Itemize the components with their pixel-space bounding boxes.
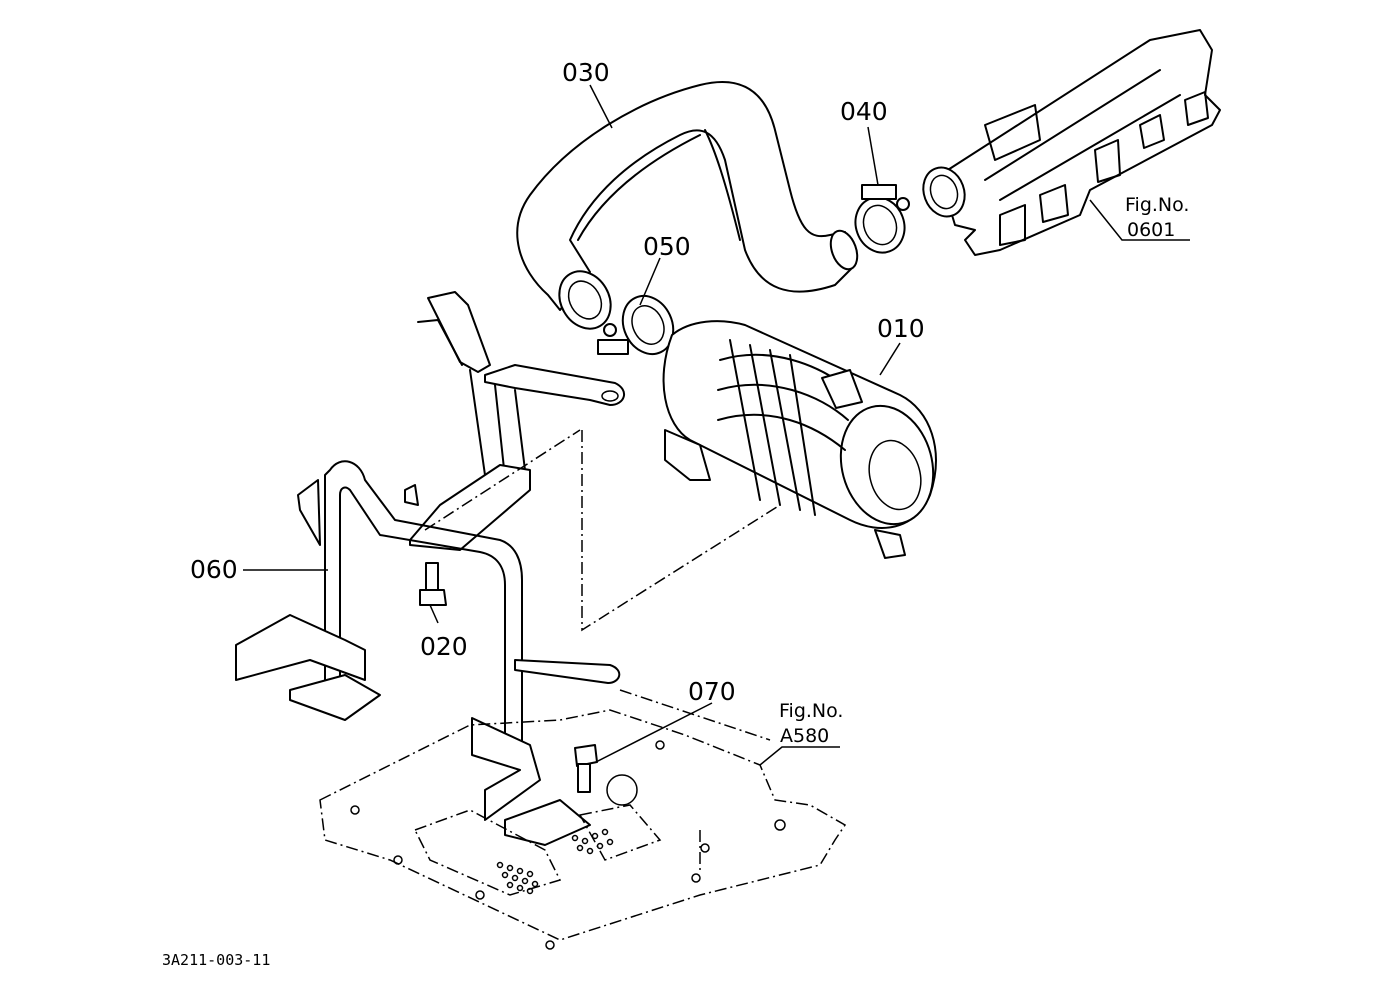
figure-references: Fig.No. 0601 Fig.No. A580 [779,194,1189,747]
support-bracket [235,291,625,846]
leader-lines [243,84,1190,766]
exhaust-manifold [922,29,1221,256]
intake-hose [516,81,859,330]
air-cleaner [662,320,937,559]
hose-clamp-upper [854,184,910,254]
perforated-area [496,828,614,895]
label-010: 010 [877,314,925,343]
label-050: 050 [643,232,691,261]
bolt-070 [574,744,598,793]
fig-ref-prefix-2: Fig.No. [779,700,843,722]
floor-plate [319,429,847,950]
fig-ref-number-2: A580 [780,725,829,747]
fig-ref-number-1: 0601 [1127,219,1175,241]
part-labels: 030 040 050 010 060 020 070 [190,58,925,706]
label-060: 060 [190,555,238,584]
bolt-020 [419,562,447,606]
label-020: 020 [420,632,468,661]
drawing-code: 3A211-003-11 [162,951,270,969]
hose-clamp-lower [597,294,675,356]
fig-ref-prefix-1: Fig.No. [1125,194,1189,216]
label-040: 040 [840,97,888,126]
label-070: 070 [688,677,736,706]
label-030: 030 [562,58,610,87]
